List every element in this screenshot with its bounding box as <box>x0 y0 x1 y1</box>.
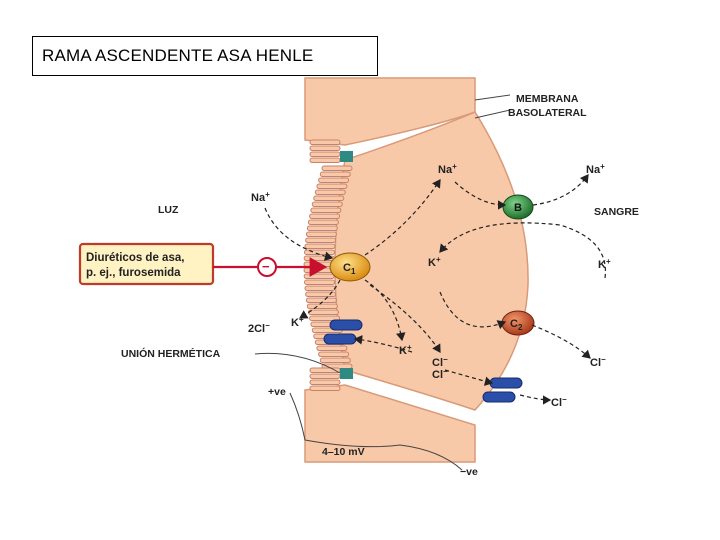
inhibition-circle <box>257 257 277 277</box>
k-blood: K+ <box>598 257 611 271</box>
b-label: B <box>514 202 522 214</box>
transporter-c1 <box>329 252 371 282</box>
microvillus <box>306 225 338 231</box>
microvillus <box>309 213 341 219</box>
microvillus <box>309 151 341 157</box>
microvillus <box>305 237 337 243</box>
lower-cell <box>304 384 476 463</box>
microvillus <box>309 145 341 151</box>
k-lower: K+ <box>399 343 412 357</box>
luz-label: LUZ <box>158 204 179 216</box>
na-lumen: Na+ <box>251 190 270 204</box>
cl2-lumen: 2Cl− <box>248 321 270 335</box>
drug-box <box>78 242 215 286</box>
microvillus <box>306 303 338 309</box>
microvillus <box>314 189 346 195</box>
cl-channel-1 <box>489 377 523 389</box>
na-cell: Na+ <box>438 162 457 176</box>
microvillus <box>309 157 341 163</box>
union-label: UNIÓN HERMÉTICA <box>121 347 221 360</box>
drug-line-2: p. ej., furosemida <box>86 267 181 279</box>
microvillus <box>313 195 345 201</box>
microvillus <box>303 267 335 273</box>
c2-label: C2 <box>510 318 523 332</box>
cl-cell-1: Cl− <box>432 355 448 369</box>
microvillus <box>303 261 335 267</box>
cl-blood-1: Cl− <box>590 355 606 369</box>
inhibition-sign: − <box>262 259 270 274</box>
microvillus <box>305 297 337 303</box>
k-lumen: K+ <box>291 315 304 329</box>
na-blood: Na+ <box>586 162 605 176</box>
microvillus <box>319 171 351 177</box>
tight-junction-upper <box>340 151 353 162</box>
c1-label: C1 <box>343 262 356 276</box>
cl-blood-2: Cl− <box>551 395 567 409</box>
voltage-label: 4–10 mV <box>322 446 365 458</box>
microvilli-lower <box>309 367 341 391</box>
plus-ve-label: +ve <box>268 386 286 398</box>
title-box: RAMA ASCENDENTE ASA HENLE <box>32 36 378 76</box>
microvillus <box>311 201 343 207</box>
cl-channel-2 <box>482 391 516 403</box>
microvillus <box>307 309 339 315</box>
k-cell: K+ <box>428 255 441 269</box>
microvillus <box>318 177 350 183</box>
microvillus <box>304 285 336 291</box>
microvillus <box>309 139 341 145</box>
microvillus <box>309 315 341 321</box>
membrana-label-1: MEMBRANA <box>516 93 579 105</box>
transport-arrows <box>264 174 607 405</box>
microvillus <box>304 279 336 285</box>
k-channel-1 <box>329 319 363 331</box>
microvillus <box>316 183 348 189</box>
microvillus <box>318 351 350 357</box>
microvillus <box>321 165 353 171</box>
membrana-label-2: BASOLATERAL <box>508 107 587 119</box>
microvillus <box>316 345 348 351</box>
microvillus <box>310 207 342 213</box>
minus-ve-label: −ve <box>460 466 478 478</box>
microvillus <box>307 219 339 225</box>
microvillus <box>309 379 341 385</box>
microvillus <box>303 255 335 261</box>
microvillus <box>305 231 337 237</box>
microvillus <box>303 273 335 279</box>
microvilli-upper <box>309 139 341 163</box>
page-title: RAMA ASCENDENTE ASA HENLE <box>42 46 314 65</box>
microvillus <box>305 291 337 297</box>
microvillus <box>309 373 341 379</box>
tight-junction-lower <box>340 368 353 379</box>
microvillus <box>319 357 351 363</box>
k-channel-2 <box>323 333 357 345</box>
microvillus <box>309 385 341 391</box>
sangre-label: SANGRE <box>594 206 639 218</box>
microvillus <box>304 243 336 249</box>
drug-line-1: Diuréticos de asa, <box>86 252 184 264</box>
cl-cell-2: Cl− <box>432 367 448 381</box>
